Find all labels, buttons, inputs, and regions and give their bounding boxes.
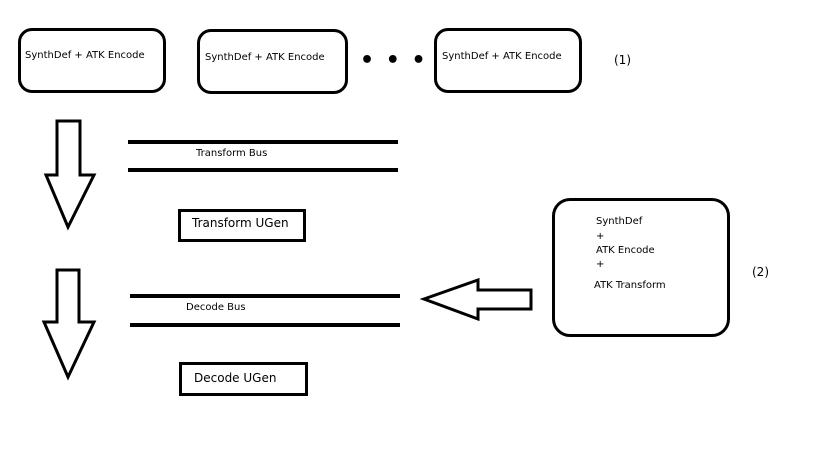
decode-ugen-box [179,362,308,396]
combo-line-atk-encode: ATK Encode [596,245,655,256]
combo-plus-2: + [596,259,605,270]
marker-2: (2) [752,265,769,279]
ellipsis-dots: • • • [360,48,428,73]
decode-ugen-label: Decode UGen [194,371,277,385]
transform-bus-label: Transform Bus [196,148,268,159]
encoder-label-1: SynthDef + ATK Encode [25,50,145,61]
left-arrow-icon [419,277,533,322]
encoder-box-2 [197,29,348,94]
synthdef-transform-box [552,198,730,337]
encoder-label-2: SynthDef + ATK Encode [205,52,325,63]
combo-line-synthdef: SynthDef [596,216,643,227]
encoder-box-3 [434,28,582,93]
down-arrow-icon [41,268,97,381]
combo-line-atk-transform: ATK Transform [594,280,666,291]
encoder-box-1 [18,28,166,93]
marker-1: (1) [614,53,631,67]
transform-ugen-box [178,209,306,242]
combo-plus-1: + [596,231,605,242]
encoder-label-3: SynthDef + ATK Encode [442,51,562,62]
down-arrow-icon [43,119,97,231]
transform-ugen-label: Transform UGen [192,216,289,230]
decode-bus-label: Decode Bus [186,302,246,313]
